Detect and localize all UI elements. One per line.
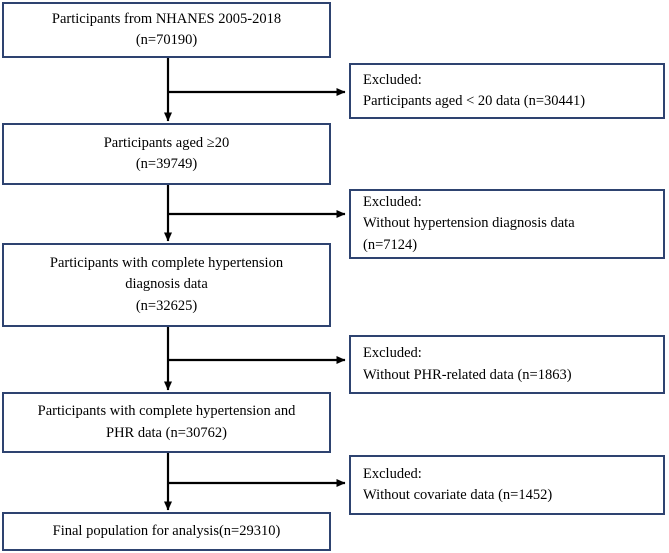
excluded-covariate-box: Excluded: Without covariate data (n=1452… [349,455,665,515]
aged-20-plus-label: Participants aged ≥20 (n=39749) [103,134,230,172]
hypertension-and-phr-box: Participants with complete hypertension … [2,392,331,453]
excluded-hypertension-diagnosis-box: Excluded: Without hypertension diagnosis… [349,189,665,259]
hypertension-and-phr-label: Participants with complete hypertension … [37,403,296,441]
excluded-age-box: Excluded: Participants aged < 20 data (n… [349,63,665,119]
excluded-age-label: Excluded: Participants aged < 20 data (n… [363,71,586,109]
excluded-hypertension-diagnosis-label: Excluded: Without hypertension diagnosis… [363,194,575,253]
excluded-covariate-label: Excluded: Without covariate data (n=1452… [363,465,553,503]
final-population-label: Final population for analysis(n=29310) [52,522,281,539]
aged-20-plus-box: Participants aged ≥20 (n=39749) [2,123,331,185]
complete-hypertension-diagnosis-box: Participants with complete hypertension … [2,243,331,327]
connector-stage-4 [164,453,346,511]
connector-stage-3 [164,327,346,391]
excluded-phr-box: Excluded: Without PHR-related data (n=18… [349,335,665,394]
connector-stage-1 [164,58,346,122]
complete-hypertension-diagnosis-label: Participants with complete hypertension … [49,255,284,314]
source-population-label: Participants from NHANES 2005-2018 (n=70… [51,10,282,48]
connector-stage-2 [164,185,346,242]
source-population-box: Participants from NHANES 2005-2018 (n=70… [2,2,331,58]
excluded-phr-label: Excluded: Without PHR-related data (n=18… [363,345,572,383]
final-population-box: Final population for analysis(n=29310) [2,512,331,551]
